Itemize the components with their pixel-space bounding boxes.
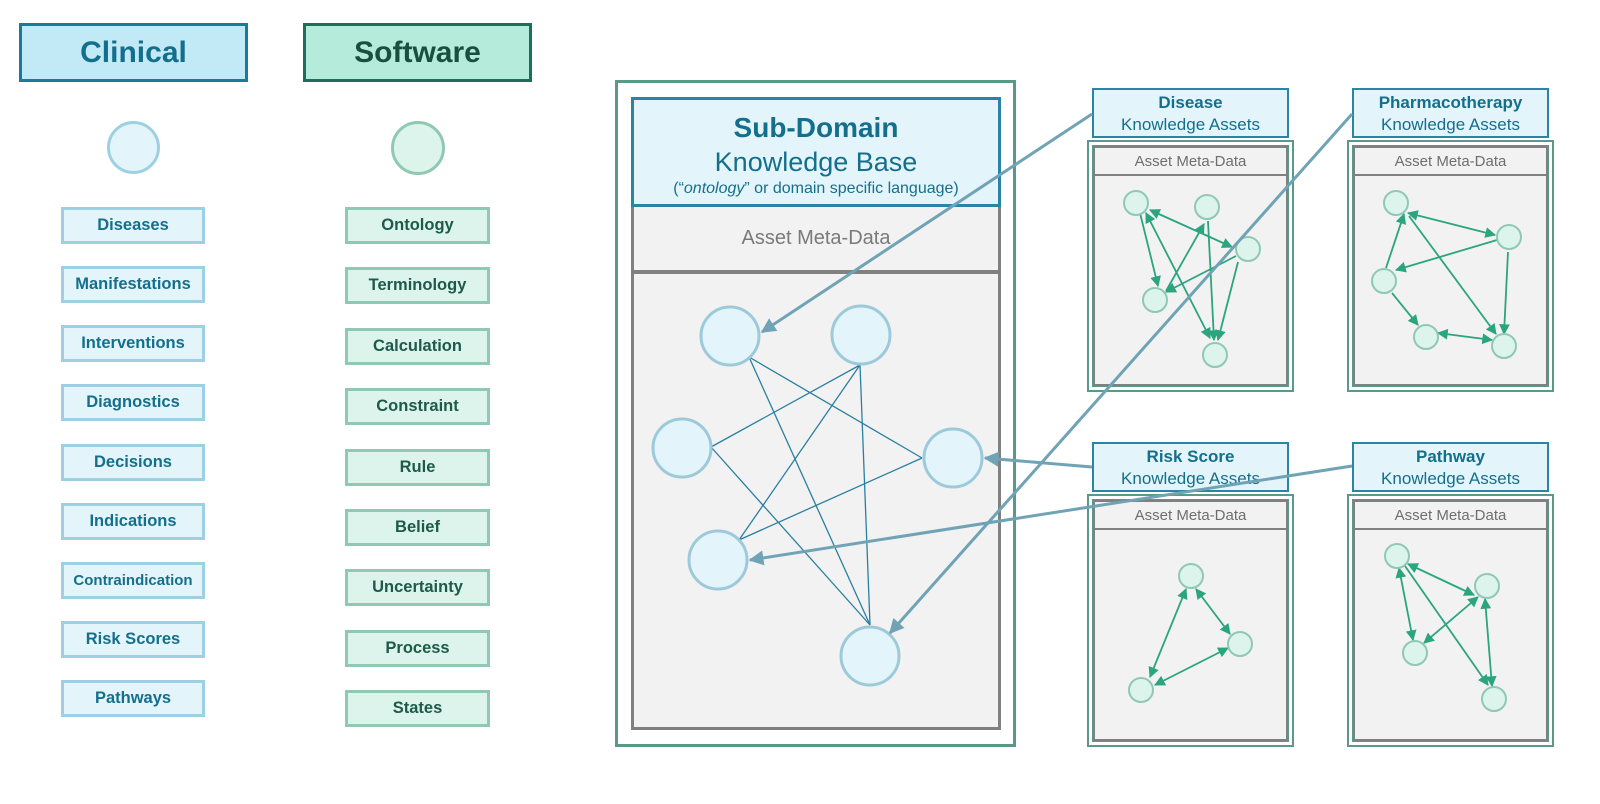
software-item-terminology: Terminology (345, 267, 490, 304)
kb-edge (710, 446, 871, 626)
disease-asset-nodes (1123, 190, 1261, 368)
asset-title: Pathway (1416, 447, 1485, 466)
software-item-rule: Rule (345, 449, 490, 486)
clinical-item-indications: Indications (61, 503, 205, 540)
asset-title: Pharmacotherapy (1378, 93, 1523, 112)
clinical-item-interventions: Interventions (61, 325, 205, 362)
knowledge-base-title: Sub-Domain (733, 112, 899, 143)
risk-score-asset-edges (1148, 588, 1231, 686)
software-item-belief: Belief (345, 509, 490, 546)
kb-edge (710, 364, 861, 448)
connector-disease (760, 112, 1093, 334)
clinical-item-risk-scores: Risk Scores (61, 621, 205, 658)
asset-panel: Asset Meta-Data (1353, 146, 1548, 386)
kb-node (687, 529, 749, 591)
asset-label-disease: Disease Knowledge Assets (1092, 88, 1289, 138)
asset-subtitle: Knowledge Assets (1121, 469, 1260, 488)
software-item-constraint: Constraint (345, 388, 490, 425)
risk-score-asset-nodes (1128, 563, 1253, 703)
asset-label-pharmacotherapy: Pharmacotherapy Knowledge Assets (1352, 88, 1549, 138)
asset-meta: Asset Meta-Data (1095, 148, 1286, 176)
connector-risk-score (983, 451, 1093, 469)
kb-node (922, 427, 984, 489)
asset-label-risk-score: Risk Score Knowledge Assets (1092, 442, 1289, 492)
asset-meta: Asset Meta-Data (1095, 502, 1286, 530)
clinical-item-pathways: Pathways (61, 680, 205, 717)
asset-panel: Asset Meta-Data (1093, 500, 1288, 741)
pathway-asset-nodes (1384, 543, 1507, 712)
kb-edge (738, 364, 861, 541)
asset-subtitle: Knowledge Assets (1121, 115, 1260, 134)
clinical-header: Clinical (19, 23, 248, 82)
clinical-item-diagnostics: Diagnostics (61, 384, 205, 421)
clinical-circle-icon (107, 121, 160, 174)
kb-node (839, 625, 901, 687)
kb-node (651, 417, 713, 479)
software-header: Software (303, 23, 532, 82)
asset-label-pathway: Pathway Knowledge Assets (1352, 442, 1549, 492)
asset-frame-pharmacotherapy: Asset Meta-Data (1347, 140, 1554, 392)
asset-frame-risk-score: Asset Meta-Data (1087, 494, 1294, 747)
kb-network-nodes (651, 304, 984, 687)
asset-subtitle: Knowledge Assets (1381, 469, 1520, 488)
connector-pharmacotherapy (888, 113, 1354, 635)
knowledge-base-subtitle: Knowledge Base (714, 147, 918, 177)
asset-title: Disease (1158, 93, 1223, 112)
asset-meta: Asset Meta-Data (1355, 502, 1546, 530)
knowledge-base-note: (“ontology” or domain specific language) (634, 180, 998, 198)
asset-connectors (748, 112, 1354, 635)
kb-network-edges (710, 356, 923, 626)
kb-node (830, 304, 892, 366)
pathway-asset-edges (1395, 563, 1497, 688)
clinical-item-diseases: Diseases (61, 207, 205, 244)
disease-asset-edges (1139, 209, 1239, 342)
note-suffix: ” or domain specific language) (744, 180, 959, 197)
note-italic: ontology (683, 180, 745, 197)
knowledge-base-header: Sub-Domain Knowledge Base (“ontology” or… (631, 97, 1001, 207)
software-item-calculation: Calculation (345, 328, 490, 365)
asset-title: Risk Score (1146, 447, 1235, 466)
clinical-item-contraindication: Contraindication (61, 562, 205, 599)
software-item-uncertainty: Uncertainty (345, 569, 490, 606)
knowledge-base-body (631, 271, 1001, 730)
clinical-item-manifestations: Manifestations (61, 266, 205, 303)
pharmacotherapy-asset-nodes (1371, 190, 1522, 359)
kb-edge (748, 356, 871, 626)
kb-edge (738, 457, 923, 541)
clinical-item-decisions: Decisions (61, 444, 205, 481)
connector-pathway (748, 464, 1353, 566)
kb-edge (748, 356, 923, 459)
pharmacotherapy-asset-edges (1385, 210, 1510, 345)
asset-subtitle: Knowledge Assets (1381, 115, 1520, 134)
kb-node (699, 305, 761, 367)
note-prefix: (“ (673, 180, 684, 197)
asset-meta: Asset Meta-Data (1355, 148, 1546, 176)
software-item-states: States (345, 690, 490, 727)
software-item-process: Process (345, 630, 490, 667)
software-circle-icon (391, 121, 445, 175)
software-item-ontology: Ontology (345, 207, 490, 244)
kb-edge (859, 364, 871, 626)
